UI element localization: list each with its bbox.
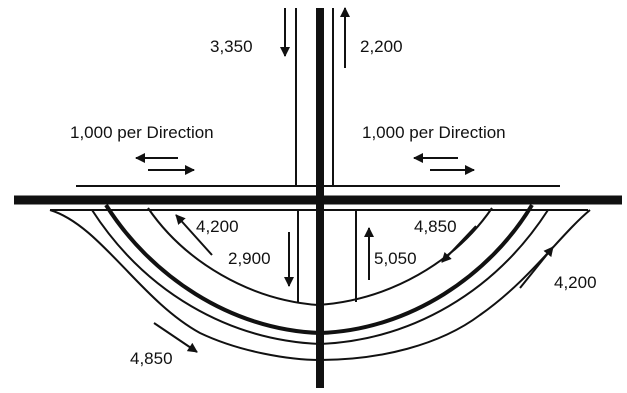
loop-ramp-middle <box>91 209 549 346</box>
left-per-direction-label: 1,000 per Direction <box>70 123 214 142</box>
loop-ramp-heavy <box>104 203 534 336</box>
outer-left-ramp-arrow <box>153 322 198 353</box>
inner-left-ramp-arrow <box>175 214 213 256</box>
northbound-top-label: 2,200 <box>360 37 403 56</box>
southbound-top-label: 3,350 <box>210 37 253 56</box>
outer-right-ramp-arrow <box>519 246 554 289</box>
inner-left-ramp-label: 4,200 <box>196 217 239 236</box>
southbound-below-label: 2,900 <box>228 249 271 268</box>
outer-left-ramp-label: 4,850 <box>130 349 173 368</box>
outer-right-ramp-label: 4,200 <box>554 273 597 292</box>
right-per-direction-label: 1,000 per Direction <box>362 123 506 142</box>
inner-right-ramp-label: 4,850 <box>414 217 457 236</box>
loop-ramp-outer <box>49 209 591 362</box>
northbound-below-label: 5,050 <box>374 249 417 268</box>
inner-right-ramp-arrow <box>441 225 477 263</box>
